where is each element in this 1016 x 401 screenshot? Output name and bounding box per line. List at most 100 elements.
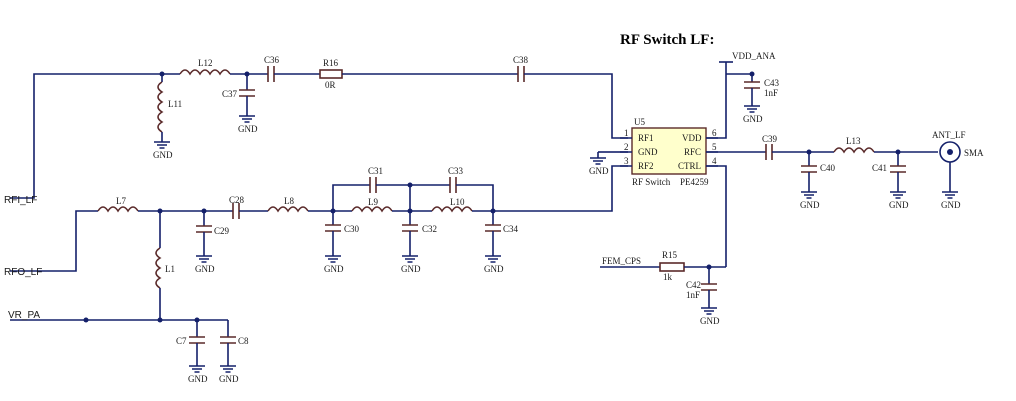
gnd-c42-label: GND (700, 316, 720, 326)
vdd-decoupling (719, 61, 760, 106)
label-l1: L1 (165, 264, 175, 274)
label-c29: C29 (214, 226, 230, 236)
label-l8: L8 (284, 196, 294, 206)
gnd-c30-label: GND (324, 264, 344, 274)
capacitor-c36 (267, 66, 275, 82)
capacitor-c33 (449, 177, 457, 193)
label-c42: C42 (686, 280, 701, 290)
net-label-ant: ANT_LF (932, 130, 966, 140)
label-l10: L10 (450, 197, 465, 207)
capacitor-c31 (369, 177, 377, 193)
gnd-c40-symbol: GND (800, 191, 820, 210)
ic-pin-6-num: 6 (712, 128, 717, 138)
gnd-c32-symbol: GND (401, 255, 421, 274)
capacitor-c38 (517, 66, 525, 82)
gnd-c7-label: GND (188, 374, 208, 384)
rf-switch-ic (597, 74, 766, 267)
gnd-u5-symbol: GND (589, 157, 609, 176)
ic-pin-3-name: RF2 (638, 161, 654, 171)
inductor-l8 (267, 206, 309, 213)
gnd-c41-label: GND (889, 200, 909, 210)
value-r15: 1k (663, 272, 673, 282)
gnd-c29-symbol: GND (195, 255, 215, 274)
ic-pin-1-num: 1 (624, 128, 629, 138)
gnd-c43-symbol: GND (743, 105, 763, 124)
label-l13: L13 (846, 136, 861, 146)
gnd-c30-symbol: GND (324, 255, 344, 274)
gnd-c40-label: GND (800, 200, 820, 210)
label-c34: C34 (503, 224, 519, 234)
label-c28: C28 (229, 195, 245, 205)
capacitor-c7 (189, 336, 205, 344)
ground-symbols: GND GND GND GND GND GND GND GND GND GND GND GND GND G… (153, 105, 961, 384)
ic-type-label: RF Switch (632, 177, 671, 187)
label-c38: C38 (513, 55, 529, 65)
ic-pin-5-name: RFC (684, 147, 701, 157)
ic-part-number: PE4259 (680, 177, 709, 187)
gnd-sma-label: GND (941, 200, 961, 210)
schematic-title: RF Switch LF: (620, 32, 714, 48)
capacitor-c29 (196, 225, 212, 233)
gnd-c8-label: GND (219, 374, 239, 384)
ic-ref: U5 (634, 117, 645, 127)
label-l9: L9 (368, 197, 378, 207)
gnd-l11-label: GND (153, 150, 173, 160)
ic-pin-2-name: GND (638, 147, 658, 157)
label-c30: C30 (344, 224, 360, 234)
capacitor-c34 (485, 224, 501, 232)
label-c7: C7 (176, 336, 187, 346)
capacitor-c30 (325, 224, 341, 232)
label-c41: C41 (872, 163, 887, 173)
capacitor-c28 (232, 203, 240, 219)
ic-pin-4-num: 4 (712, 156, 717, 166)
inductor-l7 (97, 206, 139, 213)
ic-pin-2-num: 2 (624, 142, 629, 152)
net-label-vdd: VDD_ANA (732, 51, 776, 61)
ic-pin-6-name: VDD (682, 133, 702, 143)
label-r15: R15 (662, 250, 678, 260)
resistor-r16 (319, 69, 343, 79)
label-c37: C37 (222, 89, 238, 99)
label-l7: L7 (116, 196, 126, 206)
capacitor-c40 (801, 165, 817, 173)
label-c31: C31 (368, 166, 383, 176)
value-c43: 1nF (764, 88, 778, 98)
gnd-c32-label: GND (401, 264, 421, 274)
inductor-l12 (179, 69, 231, 76)
net-label-rfo: RFO_LF (4, 267, 42, 278)
gnd-c7-symbol: GND (188, 365, 208, 384)
rf1-branch (10, 66, 628, 199)
gnd-c43-label: GND (743, 114, 763, 124)
gnd-c41-symbol: GND (889, 191, 909, 210)
inductor-l11 (157, 81, 164, 133)
ic-pin-1-name: RF1 (638, 133, 654, 143)
gnd-sma-symbol: GND (941, 191, 961, 210)
capacitor-c32 (402, 224, 418, 232)
inductor-l10 (431, 206, 473, 213)
value-r16: 0R (325, 80, 336, 90)
antenna-branch (765, 141, 961, 192)
net-label-vr-pa: VR_PA (8, 310, 40, 321)
label-c36: C36 (264, 55, 280, 65)
net-label-rfi: RFI_LF (4, 195, 37, 206)
gnd-c37-symbol: GND (238, 115, 258, 134)
label-c8: C8 (238, 336, 249, 346)
capacitor-c39 (765, 144, 773, 160)
net-label-fem: FEM_CPS (602, 256, 641, 266)
label-c32: C32 (422, 224, 437, 234)
connector-label-sma: SMA (964, 148, 984, 158)
ic-pin-4-name: CTRL (678, 161, 701, 171)
capacitor-c8 (220, 336, 236, 344)
label-c40: C40 (820, 163, 836, 173)
gnd-l11-symbol: GND (153, 141, 173, 160)
gnd-c8-symbol: GND (219, 365, 239, 384)
capacitor-c42 (701, 283, 717, 291)
vr-pa-rail (10, 317, 236, 366)
rf2-branch (10, 165, 628, 320)
label-l12: L12 (198, 58, 213, 68)
label-c39: C39 (762, 134, 778, 144)
gnd-c34-label: GND (484, 264, 504, 274)
capacitor-c43 (744, 81, 760, 89)
capacitor-c41 (890, 165, 906, 173)
